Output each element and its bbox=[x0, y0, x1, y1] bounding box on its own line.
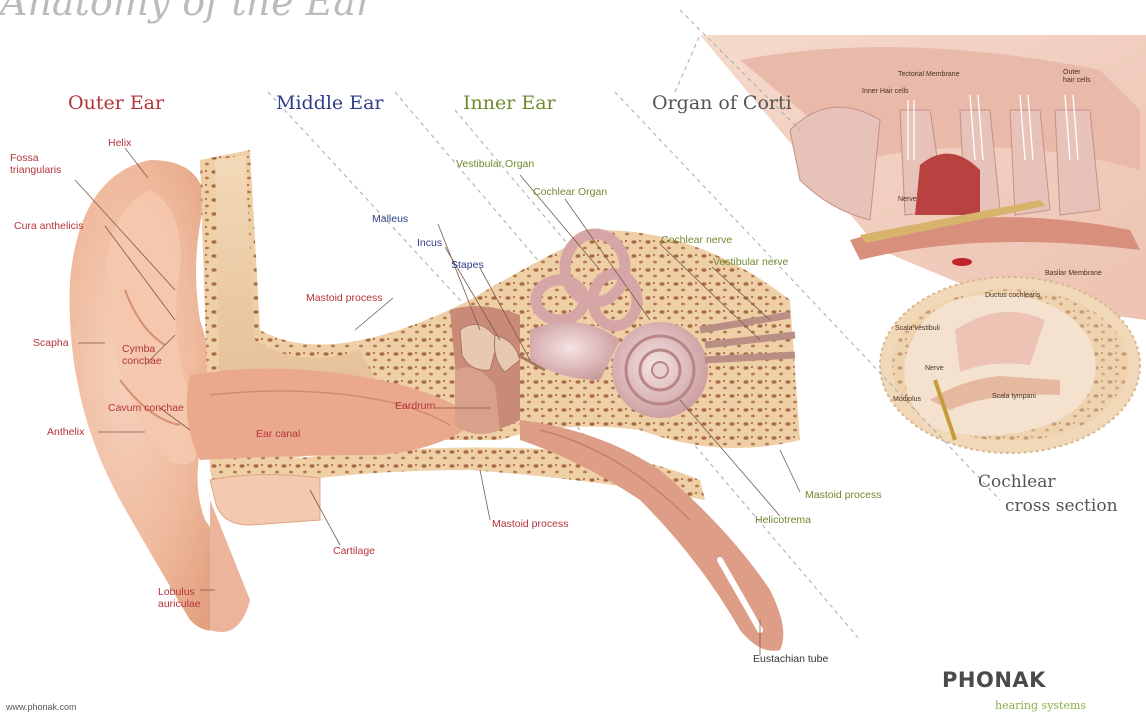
label-eustachian-tube: Eustachian tube bbox=[753, 653, 828, 665]
label-ear-canal: Ear canal bbox=[256, 428, 300, 440]
label-helicotrema: Helicotrema bbox=[755, 514, 811, 526]
heading-organ-of-corti: Organ of Corti bbox=[652, 92, 792, 114]
section-label-nerve: Nerve bbox=[925, 365, 944, 373]
section-label-modiolus: Modiolus bbox=[893, 396, 921, 404]
label-lobulus-auriculae: Lobulus auriculae bbox=[158, 586, 201, 610]
label-cartilage: Cartilage bbox=[333, 545, 375, 557]
label-malleus: Malleus bbox=[372, 213, 408, 225]
label-anthelix: Anthelix bbox=[47, 426, 84, 438]
label-mastoid-process-1: Mastoid process bbox=[306, 292, 382, 304]
corti-label-basilar-membrane: Basilar Membrane bbox=[1045, 270, 1102, 278]
label-mastoid-process-3: Mastoid process bbox=[805, 489, 881, 501]
label-vestibular-nerve: Vestibular nerve bbox=[713, 256, 788, 268]
cochlear-cross-section bbox=[880, 277, 1140, 453]
section-label-scala-tympani: Scala tympani bbox=[992, 393, 1036, 401]
heading-middle-ear: Middle Ear bbox=[276, 92, 384, 114]
label-stapes: Stapes bbox=[451, 259, 484, 271]
label-cura-anthelicis: Cura anthelicis bbox=[14, 220, 83, 232]
heading-inner-ear: Inner Ear bbox=[463, 92, 556, 114]
corti-label-inner-hair-cells: Inner Hair cells bbox=[862, 88, 909, 96]
label-vestibular-organ: Vestibular Organ bbox=[456, 158, 534, 170]
heading-outer-ear: Outer Ear bbox=[68, 92, 164, 114]
label-scapha: Scapha bbox=[33, 337, 69, 349]
section-label-scala-vestibuli: Scala vestibuli bbox=[895, 325, 940, 333]
label-incus: Incus bbox=[417, 237, 442, 249]
brand-logo: PHONAK bbox=[942, 668, 1046, 692]
label-cochlear-organ: Cochlear Organ bbox=[533, 186, 607, 198]
brand-tagline: hearing systems bbox=[995, 699, 1086, 712]
eustachian-tube bbox=[520, 420, 783, 651]
cochlea bbox=[612, 322, 708, 418]
corti-label-outer-hair-cells: Outer hair cells bbox=[1063, 69, 1091, 85]
caption-cochlear-cross-section: Cochlear cross section bbox=[978, 470, 1118, 518]
label-cochlear-nerve: Cochlear nerve bbox=[661, 234, 732, 246]
label-cavum-conchae: Cavum conchae bbox=[108, 402, 184, 414]
label-eardrum: Eardrum bbox=[395, 400, 435, 412]
website-url: www.phonak.com bbox=[6, 702, 77, 712]
label-helix: Helix bbox=[108, 137, 131, 149]
corti-label-nerve: Nerve bbox=[898, 196, 917, 204]
corti-label-tectorial-membrane: Tectorial Membrane bbox=[898, 71, 959, 79]
label-cymba-conchae: Cymba conchae bbox=[122, 343, 162, 367]
section-label-ductus-cochlearis: Ductus cochlearis bbox=[985, 292, 1040, 300]
label-mastoid-process-2: Mastoid process bbox=[492, 518, 568, 530]
label-fossa-triangularis: Fossa triangularis bbox=[10, 152, 61, 176]
